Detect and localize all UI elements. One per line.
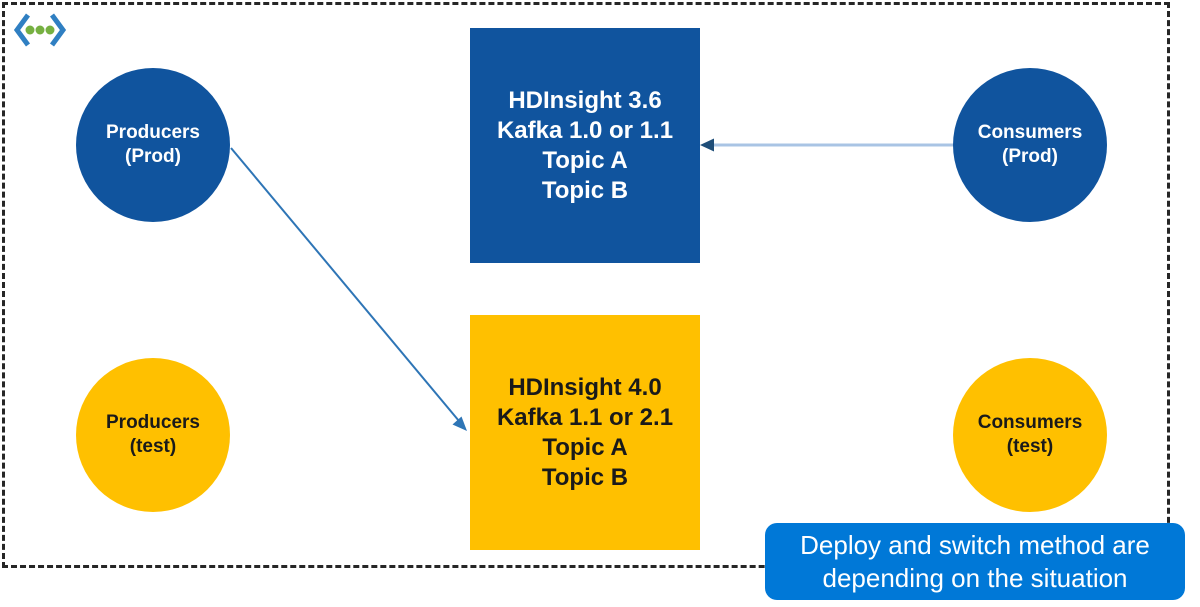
node-label-line: (test) <box>1006 436 1054 457</box>
node-consumers-prod: Consumers (Prod) <box>953 68 1107 222</box>
cluster-label-line: Kafka 1.0 or 1.1 <box>496 116 674 144</box>
callout-line: depending on the situation <box>822 562 1128 593</box>
cluster-label-line: Topic B <box>541 176 629 204</box>
cluster-label-line: Topic A <box>542 146 628 174</box>
node-producers-prod: Producers (Prod) <box>76 68 230 222</box>
node-producers-test: Producers (test) <box>76 358 230 512</box>
cluster-label-line: HDInsight 4.0 <box>508 373 662 401</box>
code-brackets-dots-icon <box>14 13 66 47</box>
cluster-label-line: Kafka 1.1 or 2.1 <box>496 403 674 431</box>
cluster-label-line: HDInsight 3.6 <box>508 86 662 114</box>
node-label-line: (Prod) <box>125 146 181 167</box>
node-consumers-test: Consumers (test) <box>953 358 1107 512</box>
callout-line: Deploy and switch method are <box>800 529 1150 560</box>
cluster-label-line: Topic B <box>541 463 629 491</box>
node-label-line: Consumers <box>977 412 1083 433</box>
diagram-dashed-border <box>2 2 1170 568</box>
node-label-line: Producers <box>106 122 200 143</box>
node-label-line: (test) <box>129 436 177 457</box>
node-cluster-hdinsight-3-6: HDInsight 3.6 Kafka 1.0 or 1.1 Topic A T… <box>470 28 700 263</box>
cluster-label-line: Topic A <box>542 433 628 461</box>
node-label-line: (Prod) <box>1002 146 1058 167</box>
node-label-line: Producers <box>106 412 200 433</box>
callout-deploy-switch-note: Deploy and switch method are depending o… <box>765 523 1185 600</box>
node-cluster-hdinsight-4-0: HDInsight 4.0 Kafka 1.1 or 2.1 Topic A T… <box>470 315 700 550</box>
node-label-line: Consumers <box>977 122 1083 143</box>
